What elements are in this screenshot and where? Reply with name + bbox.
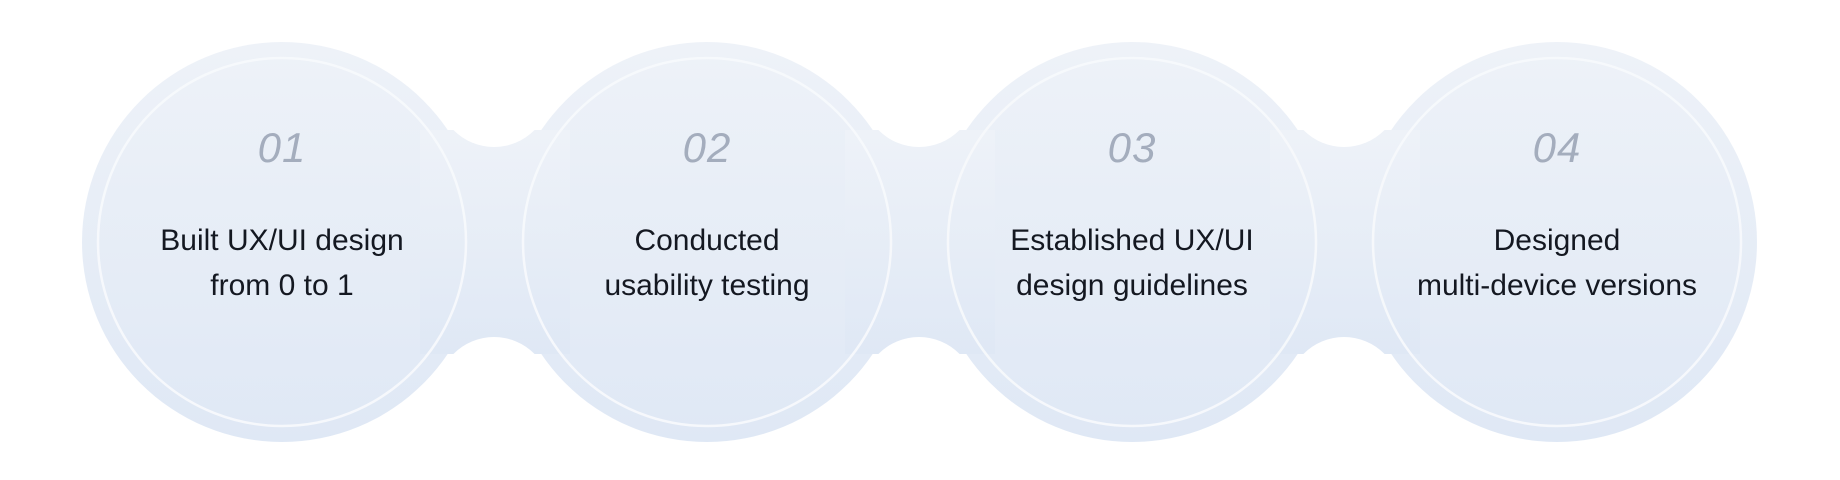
step-description-line-1: Built UX/UI design [160, 224, 404, 257]
step-description-line-2: usability testing [604, 269, 810, 302]
step-description-line-2: multi-device versions [1416, 269, 1698, 302]
step-number: 01 [257, 124, 307, 171]
step-2: 02 Conducted usability testing [507, 42, 907, 442]
step-3: 03 Established UX/UI design guidelines [932, 42, 1332, 442]
step-number: 04 [1532, 124, 1582, 171]
step-1: 01 Built UX/UI design from 0 to 1 [82, 42, 482, 442]
step-4: 04 Designed multi-device versions [1357, 42, 1757, 442]
step-description: Conducted usability testing [527, 218, 887, 308]
step-description-line-1: Conducted [634, 224, 780, 257]
step-number: 03 [1107, 124, 1157, 171]
step-description: Established UX/UI design guidelines [952, 218, 1312, 308]
step-number: 02 [682, 124, 732, 171]
step-description: Built UX/UI design from 0 to 1 [102, 218, 462, 308]
step-description-line-1: Designed [1493, 224, 1621, 257]
step-description-line-2: design guidelines [1016, 269, 1248, 302]
step-description-line-1: Established UX/UI [1010, 224, 1254, 257]
step-description: Designed multi-device versions [1377, 218, 1737, 308]
step-description-line-2: from 0 to 1 [210, 269, 354, 302]
